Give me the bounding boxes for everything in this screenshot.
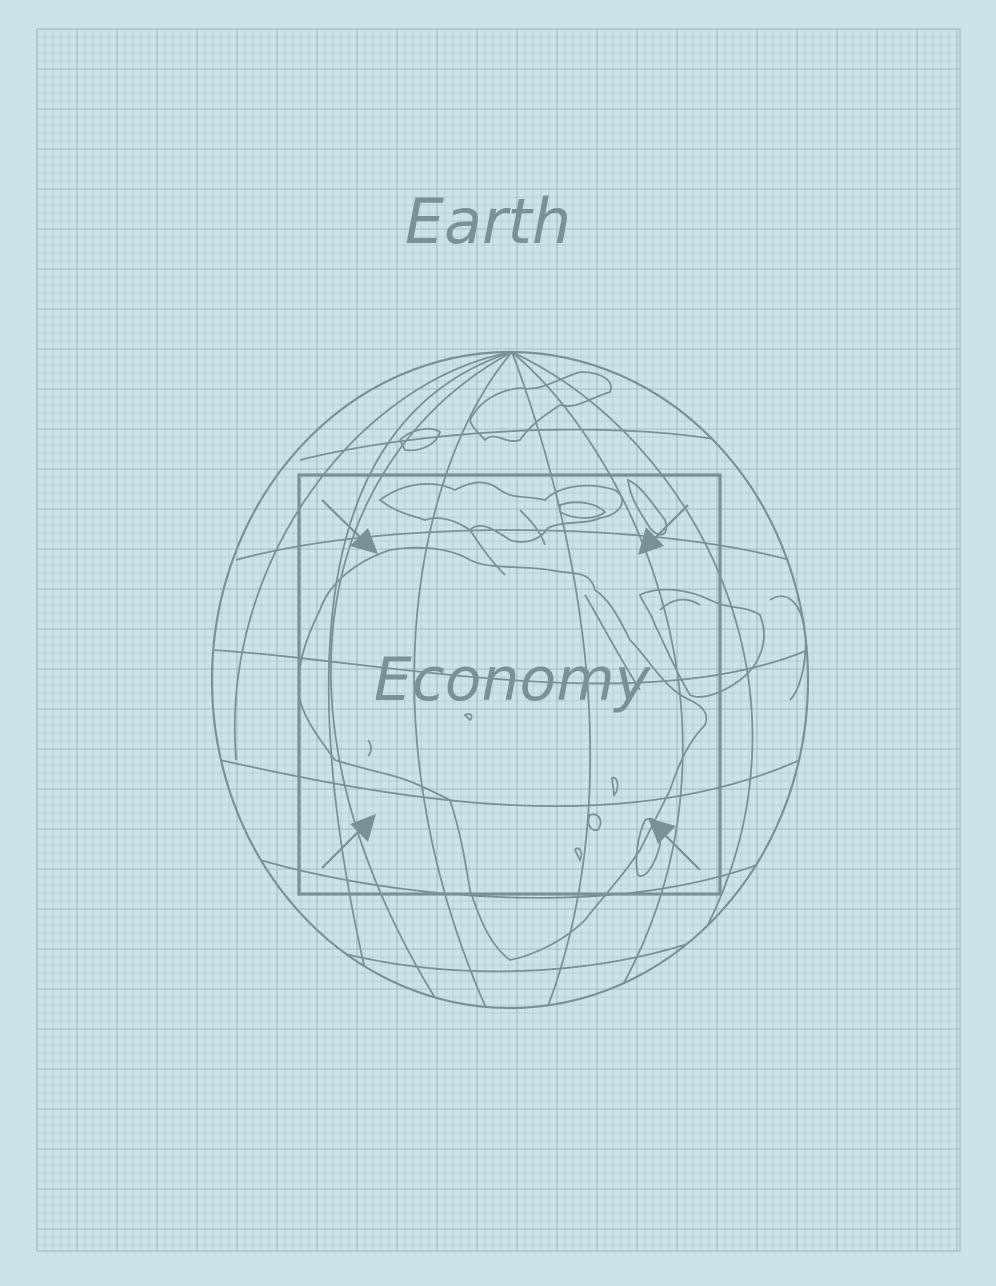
arrow-top-right-icon xyxy=(638,504,689,555)
continents-map xyxy=(297,371,807,961)
cover-title: Earth xyxy=(405,185,571,258)
cover-subtitle: Economy xyxy=(374,645,652,715)
grid-border xyxy=(36,28,961,1252)
globe-icon xyxy=(210,350,810,1010)
focus-frame xyxy=(297,473,722,896)
inward-arrows xyxy=(321,499,701,871)
globe-graticule xyxy=(212,352,808,1008)
arrow-top-left-icon xyxy=(321,499,378,554)
arrow-bottom-left-icon xyxy=(321,814,376,869)
arrow-bottom-right-icon xyxy=(648,818,701,871)
